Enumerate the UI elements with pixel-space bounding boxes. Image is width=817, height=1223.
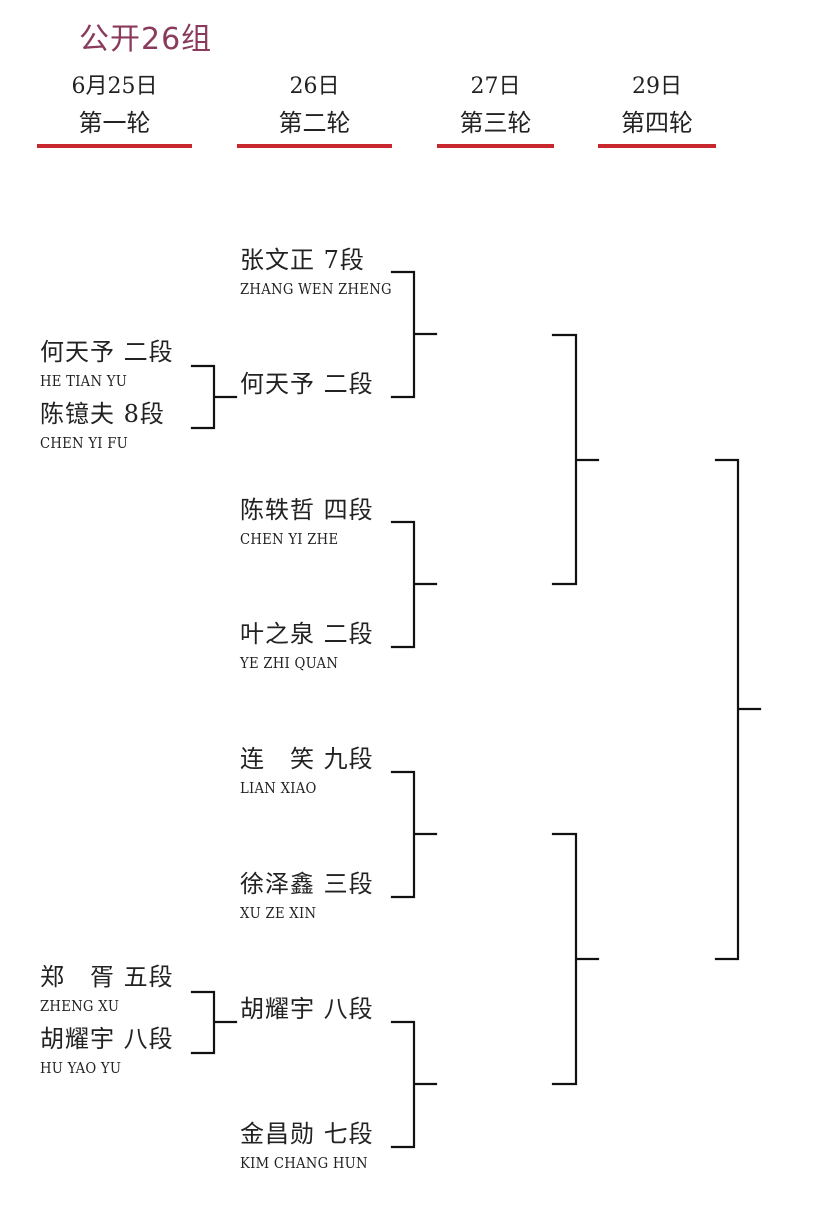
bracket-connector	[551, 333, 600, 586]
round-underline	[37, 144, 192, 148]
player-pinyin: LIAN XIAO	[240, 779, 317, 797]
round-name: 第一轮	[78, 109, 151, 137]
player-entry: 胡耀宇 八段 HU YAO YU	[40, 1025, 174, 1078]
bracket-connector	[390, 270, 438, 399]
player-name: 胡耀宇 八段	[240, 995, 374, 1023]
player-entry: 何天予 二段 HE TIAN YU	[40, 338, 174, 391]
round-date: 26日	[289, 74, 340, 99]
bracket-connector	[190, 990, 238, 1055]
round-date: 6月25日	[71, 74, 158, 99]
bracket-connector	[714, 458, 762, 961]
player-entry: 陈轶哲 四段 CHEN YI ZHE	[240, 496, 374, 549]
bracket-connector	[390, 770, 438, 899]
round-header-4: 29日 第四轮	[598, 72, 716, 148]
round-name: 第三轮	[459, 109, 532, 137]
round-underline	[237, 144, 392, 148]
round-date: 27日	[470, 74, 521, 99]
player-name: 何天予 二段	[40, 338, 174, 366]
player-pinyin: KIM CHANG HUN	[240, 1154, 368, 1172]
player-entry: 金昌勋 七段 KIM CHANG HUN	[240, 1120, 385, 1173]
player-pinyin: YE ZHI QUAN	[240, 654, 339, 672]
round-underline	[598, 144, 716, 148]
player-name: 连 笑 九段	[240, 745, 374, 773]
player-pinyin: ZHENG XU	[40, 997, 120, 1015]
player-pinyin: CHEN YI ZHE	[240, 530, 339, 548]
bracket-connector	[390, 1020, 438, 1149]
round-underline	[437, 144, 554, 148]
player-name: 陈镱夫 8段	[40, 400, 165, 428]
player-name: 胡耀宇 八段	[40, 1025, 174, 1053]
player-entry: 郑 胥 五段 ZHENG XU	[40, 963, 174, 1016]
page-title: 公开26组	[79, 22, 213, 57]
player-entry: 陈镱夫 8段 CHEN YI FU	[40, 400, 165, 453]
player-pinyin: CHEN YI FU	[40, 434, 129, 452]
player-name: 金昌勋 七段	[240, 1120, 374, 1148]
player-pinyin: ZHANG WEN ZHENG	[240, 280, 392, 298]
round-header-3: 27日 第三轮	[437, 72, 554, 148]
player-pinyin: XU ZE XIN	[240, 904, 317, 922]
player-name: 何天予 二段	[240, 370, 374, 398]
round-date: 29日	[632, 74, 682, 99]
bracket-connector	[551, 832, 600, 1086]
player-entry: 胡耀宇 八段	[240, 995, 374, 1023]
player-entry: 叶之泉 二段 YE ZHI QUAN	[240, 620, 374, 673]
round-header-1: 6月25日 第一轮	[37, 72, 192, 148]
player-name: 叶之泉 二段	[240, 620, 374, 648]
player-entry: 张文正 7段 ZHANG WEN ZHENG	[240, 246, 413, 299]
player-pinyin: HU YAO YU	[40, 1059, 122, 1077]
round-name: 第二轮	[278, 109, 351, 137]
player-name: 徐泽鑫 三段	[240, 870, 374, 898]
round-name: 第四轮	[621, 109, 693, 137]
player-name: 郑 胥 五段	[40, 963, 174, 991]
bracket-connector	[390, 520, 438, 649]
round-header-2: 26日 第二轮	[237, 72, 392, 148]
player-pinyin: HE TIAN YU	[40, 372, 128, 390]
player-entry: 连 笑 九段 LIAN XIAO	[240, 745, 374, 798]
player-name: 张文正 7段	[240, 246, 365, 274]
bracket-connector	[190, 364, 238, 430]
player-entry: 徐泽鑫 三段 XU ZE XIN	[240, 870, 374, 923]
player-name: 陈轶哲 四段	[240, 496, 374, 524]
player-entry: 何天予 二段	[240, 370, 374, 398]
